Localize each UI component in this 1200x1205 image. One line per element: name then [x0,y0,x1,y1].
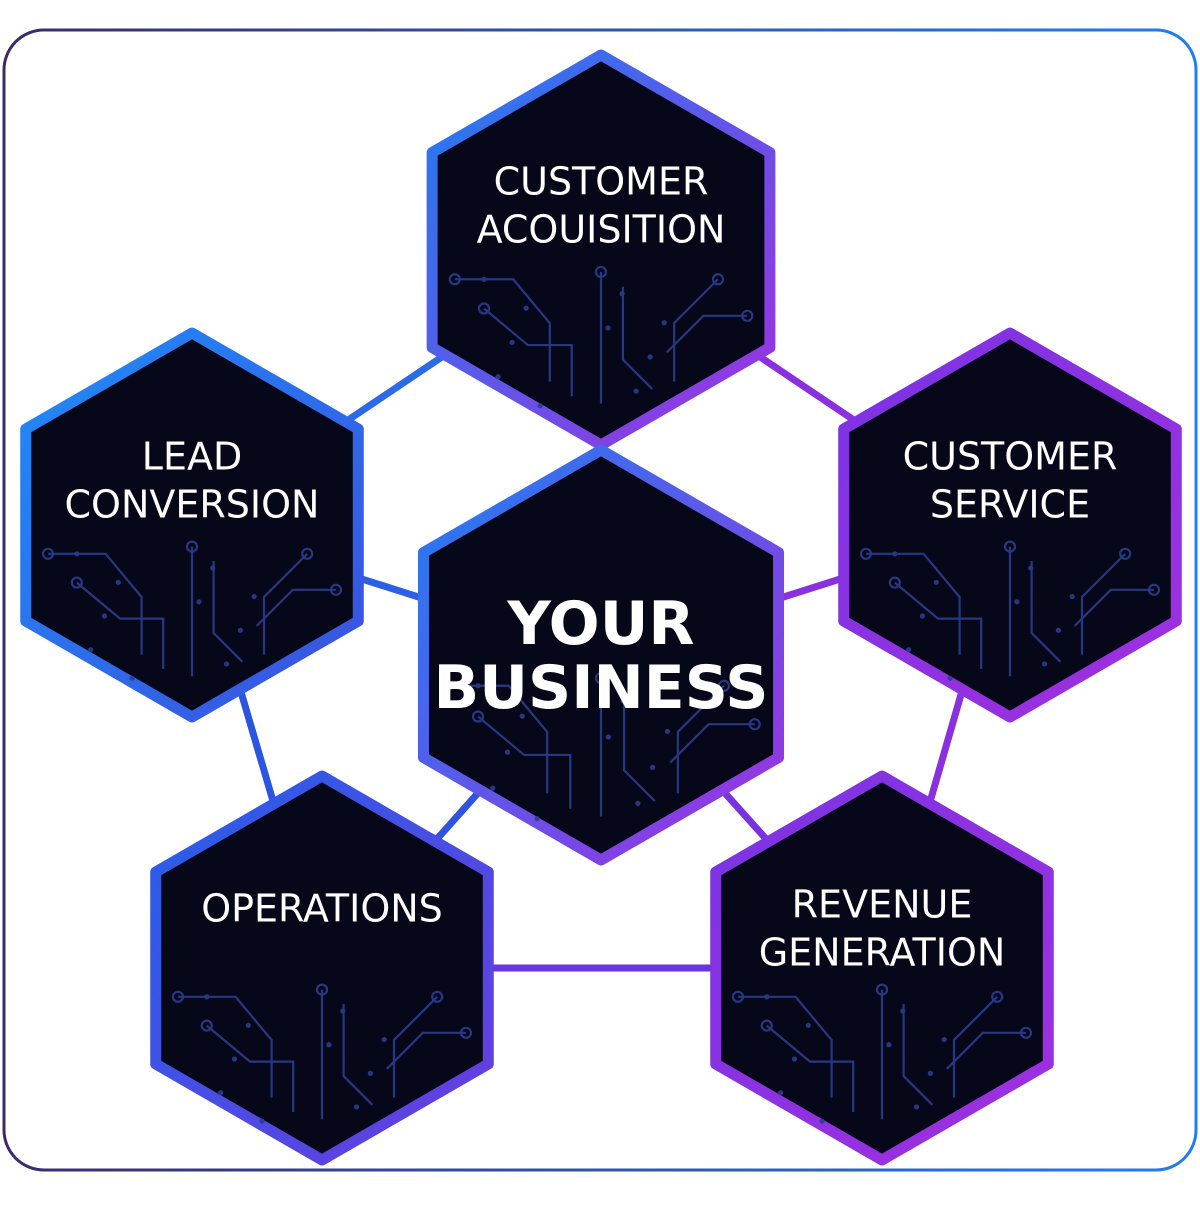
circuit-pattern-customer-acquisition [448,265,754,409]
circuit-pattern-operations [171,983,473,1124]
circuit-pattern-your-business [441,671,761,822]
label-customer-service-line-2: SERVICE [930,482,1090,526]
circuit-pattern-customer-service [859,540,1161,681]
label-lead-conversion-line-1: LEAD [142,434,242,478]
circuit-pattern-revenue-generation [731,983,1033,1124]
hex-shape-customer-service [838,327,1182,723]
label-lead-conversion-line-2: CONVERSION [65,482,320,526]
hex-operations: OPERATIONS [150,770,494,1166]
hex-shape-lead-conversion [20,327,364,723]
label-operations-line-1: OPERATIONS [201,886,443,930]
label-customer-acquisition-line-1: CUSTOMER [494,159,709,203]
label-revenue-generation-line-1: REVENUE [792,882,973,926]
hexagon-group: CUSTOMERACOUISITIONLEADCONVERSIONCUSTOME… [20,49,1182,1166]
label-customer-service-line-1: CUSTOMER [903,434,1118,478]
circuit-pattern-lead-conversion [41,540,343,681]
label-revenue-generation-line-2: GENERATION [759,930,1006,974]
label-your-business-line-1: YOUR [506,589,694,659]
hex-shape-operations [150,770,494,1166]
hex-shape-revenue-generation [710,770,1054,1166]
label-customer-acquisition-line-2: ACOUISITION [477,207,726,251]
hex-shape-your-business [417,444,785,866]
label-your-business-line-2: BUSINESS [434,653,769,723]
